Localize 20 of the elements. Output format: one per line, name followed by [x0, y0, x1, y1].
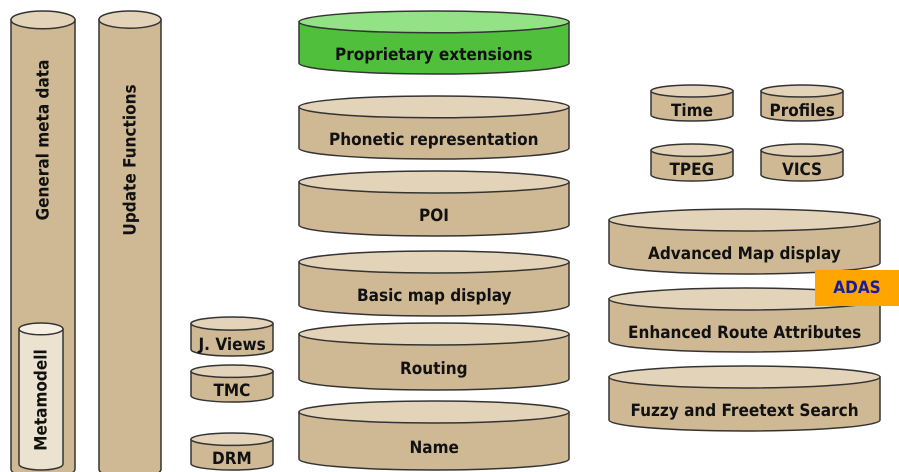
cylinder-label: Advanced Map display: [648, 244, 841, 264]
cylinder-label: Name: [410, 438, 459, 458]
cylinder-label: POI: [419, 206, 449, 226]
cylinder-label: General meta data: [32, 60, 53, 220]
cylinder-label: Enhanced Route Attributes: [628, 322, 862, 342]
cylinder-label: Metamodell: [31, 350, 52, 452]
cylinder-label: TPEG: [670, 160, 714, 180]
cylinder-label: Routing: [400, 359, 468, 379]
tag-label: ADAS: [815, 270, 899, 306]
cylinder-label: Update Functions: [120, 84, 140, 236]
cylinder-label: Proprietary extensions: [335, 44, 533, 65]
cylinder-label: J. Views: [198, 334, 266, 355]
cylinder-label: Phonetic representation: [329, 130, 539, 150]
cylinder-label: TMC: [214, 381, 250, 402]
cylinder-label: VICS: [782, 160, 822, 180]
cylinder-label: Basic map display: [357, 286, 512, 306]
cylinder-label: Profiles: [770, 100, 835, 121]
cylinder-label: DRM: [212, 449, 252, 470]
cylinder-label: Time: [671, 100, 713, 121]
cylinder-label: Fuzzy and Freetext Search: [630, 401, 859, 421]
